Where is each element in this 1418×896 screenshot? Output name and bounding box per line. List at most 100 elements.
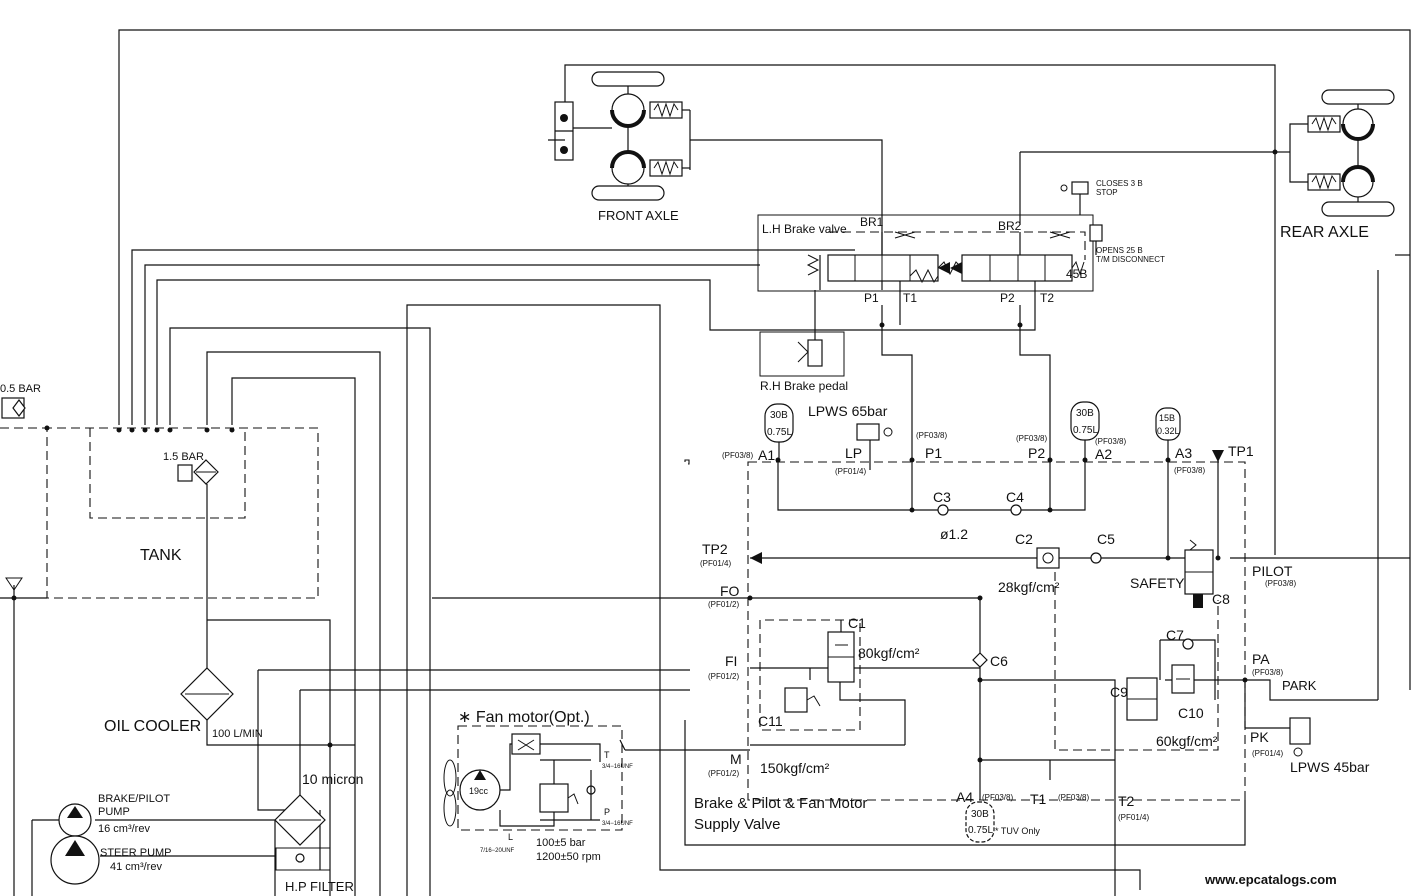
p28-label: 28kgf/cm² bbox=[998, 579, 1060, 595]
c10-label: C10 bbox=[1178, 705, 1204, 721]
pf-t2: (PF01/4) bbox=[1118, 813, 1149, 822]
fan-t-label: T bbox=[604, 750, 610, 760]
check-valves bbox=[750, 450, 1224, 668]
acc-a3-vol: 0.32L bbox=[1157, 426, 1180, 436]
ten-micron-label: 10 micron bbox=[302, 771, 363, 787]
lh-brake-valve-label: L.H Brake valve bbox=[762, 222, 847, 236]
tm-disconnect-label: T/M DISCONNECT bbox=[1096, 255, 1165, 264]
pf-a4: (PF03/8) bbox=[982, 793, 1013, 802]
valve-c9 bbox=[1126, 677, 1158, 721]
port-fi: FI bbox=[725, 653, 737, 669]
p1-top-label: P1 bbox=[864, 291, 879, 305]
port-pk: PK bbox=[1250, 729, 1269, 745]
safety-label: SAFETY bbox=[1130, 575, 1185, 591]
pf-pa: (PF03/8) bbox=[1252, 668, 1283, 677]
tuv-only-label: * TUV Only bbox=[995, 826, 1040, 836]
brake-pump-label-1: BRAKE/PILOT bbox=[98, 793, 170, 805]
opens-label: OPENS 25 B bbox=[1096, 246, 1143, 255]
port-t2: T2 bbox=[1118, 793, 1135, 809]
c2-label: C2 bbox=[1015, 531, 1033, 547]
p150-label: 150kgf/cm² bbox=[760, 760, 830, 776]
accumulator-a3 bbox=[1155, 407, 1181, 460]
port-t1: T1 bbox=[1030, 791, 1047, 807]
br1-label: BR1 bbox=[860, 215, 884, 229]
lpws65-label: LPWS 65bar bbox=[808, 403, 888, 419]
pf-tp2: (PF01/4) bbox=[700, 559, 731, 568]
rh-brake-pedal-label: R.H Brake pedal bbox=[760, 379, 848, 393]
brake-pump-label-2: PUMP bbox=[98, 806, 130, 818]
hp-filter-label: H.P FILTER bbox=[285, 879, 354, 894]
valve-c11 bbox=[784, 687, 821, 713]
rear-axle-label: REAR AXLE bbox=[1280, 224, 1369, 241]
lh-brake-valve bbox=[757, 214, 1094, 325]
c5-label: C5 bbox=[1097, 531, 1115, 547]
pf-fi: (PF01/2) bbox=[708, 672, 739, 681]
p60-label: 60kgf/cm² bbox=[1156, 733, 1218, 749]
pf-a1: (PF03/8) bbox=[722, 451, 753, 460]
valve-c2 bbox=[1036, 547, 1060, 569]
park-label: PARK bbox=[1282, 678, 1317, 693]
port-a3: A3 bbox=[1175, 445, 1192, 461]
c6-label: C6 bbox=[990, 653, 1008, 669]
c3-label: C3 bbox=[933, 489, 951, 505]
front-axle bbox=[548, 71, 690, 201]
port-pilot: PILOT bbox=[1252, 563, 1293, 579]
t1-top-label: T1 bbox=[903, 291, 917, 305]
fan-bar-label: 100±5 bar bbox=[536, 837, 586, 849]
port-pa: PA bbox=[1252, 651, 1270, 667]
pf-a3: (PF03/8) bbox=[1174, 466, 1205, 475]
p2-top-label: P2 bbox=[1000, 291, 1015, 305]
c7-label: C7 bbox=[1166, 627, 1184, 643]
supply-valve-label-2: Supply Valve bbox=[694, 816, 780, 833]
flow-label: 100 L/MIN bbox=[212, 728, 263, 740]
fan-19cc-label: 19cc bbox=[469, 786, 489, 796]
pf-fo: (PF01/2) bbox=[708, 600, 739, 609]
orifice-label: ø1.2 bbox=[940, 526, 968, 542]
valve-c10 bbox=[1171, 664, 1195, 694]
pipe-lines bbox=[0, 29, 1411, 896]
steer-pump-label: STEER PUMP bbox=[100, 847, 172, 859]
accumulator-a4 bbox=[965, 801, 995, 843]
fan-l-label: L bbox=[508, 832, 513, 842]
lpws-45-switch bbox=[1289, 717, 1311, 757]
t2-top-label: T2 bbox=[1040, 291, 1054, 305]
watermark: www.epcatalogs.com bbox=[1204, 872, 1337, 887]
tank-internals bbox=[1, 397, 219, 591]
steer-pump-disp: 41 cm³/rev bbox=[110, 861, 162, 873]
pf-p2: (PF03/8) bbox=[1016, 434, 1047, 443]
acc-a3-bar: 15B bbox=[1159, 413, 1175, 423]
port-p2: P2 bbox=[1028, 445, 1045, 461]
tank-label: TANK bbox=[140, 547, 182, 564]
rh-brake-pedal bbox=[759, 290, 845, 377]
stop-label: STOP bbox=[1096, 188, 1118, 197]
c11-label: C11 bbox=[758, 713, 783, 729]
lpws45-label: LPWS 45bar bbox=[1290, 759, 1370, 775]
c4-label: C4 bbox=[1006, 489, 1024, 505]
pressure-switches-top bbox=[1060, 181, 1103, 255]
port-a2: A2 bbox=[1095, 446, 1112, 462]
pf-pk: (PF01/4) bbox=[1252, 749, 1283, 758]
acc-a1-vol: 0.75L bbox=[767, 427, 792, 438]
pf-m: (PF01/2) bbox=[708, 769, 739, 778]
port-m: M bbox=[730, 751, 742, 767]
b45-label: 45B bbox=[1066, 267, 1087, 281]
port-fo: FO bbox=[720, 583, 740, 599]
pf-t1: (PF03/8) bbox=[1058, 793, 1089, 802]
port-p1: P1 bbox=[925, 445, 942, 461]
supply-valve-label-1: Brake & Pilot & Fan Motor bbox=[694, 795, 867, 812]
closes-label: CLOSES 3 B bbox=[1096, 179, 1143, 188]
port-lp: LP bbox=[845, 445, 862, 461]
thread-p-label: 3/4−16UNF bbox=[602, 821, 633, 827]
brake-pilot-pump bbox=[58, 803, 92, 837]
pipe-junctions bbox=[11, 149, 1278, 763]
port-a4: A4 bbox=[956, 789, 973, 805]
brake-pump-disp: 16 cm³/rev bbox=[98, 823, 150, 835]
steer-pump bbox=[50, 835, 100, 885]
fan-motor-label: ∗ Fan motor(Opt.) bbox=[458, 709, 590, 726]
acc-a4-bar: 30B bbox=[971, 809, 989, 820]
rear-axle bbox=[1289, 89, 1395, 217]
pf-pilot: (PF03/8) bbox=[1265, 579, 1296, 588]
lpws-65-switch bbox=[856, 423, 893, 460]
acc-a1-bar: 30B bbox=[770, 410, 788, 421]
